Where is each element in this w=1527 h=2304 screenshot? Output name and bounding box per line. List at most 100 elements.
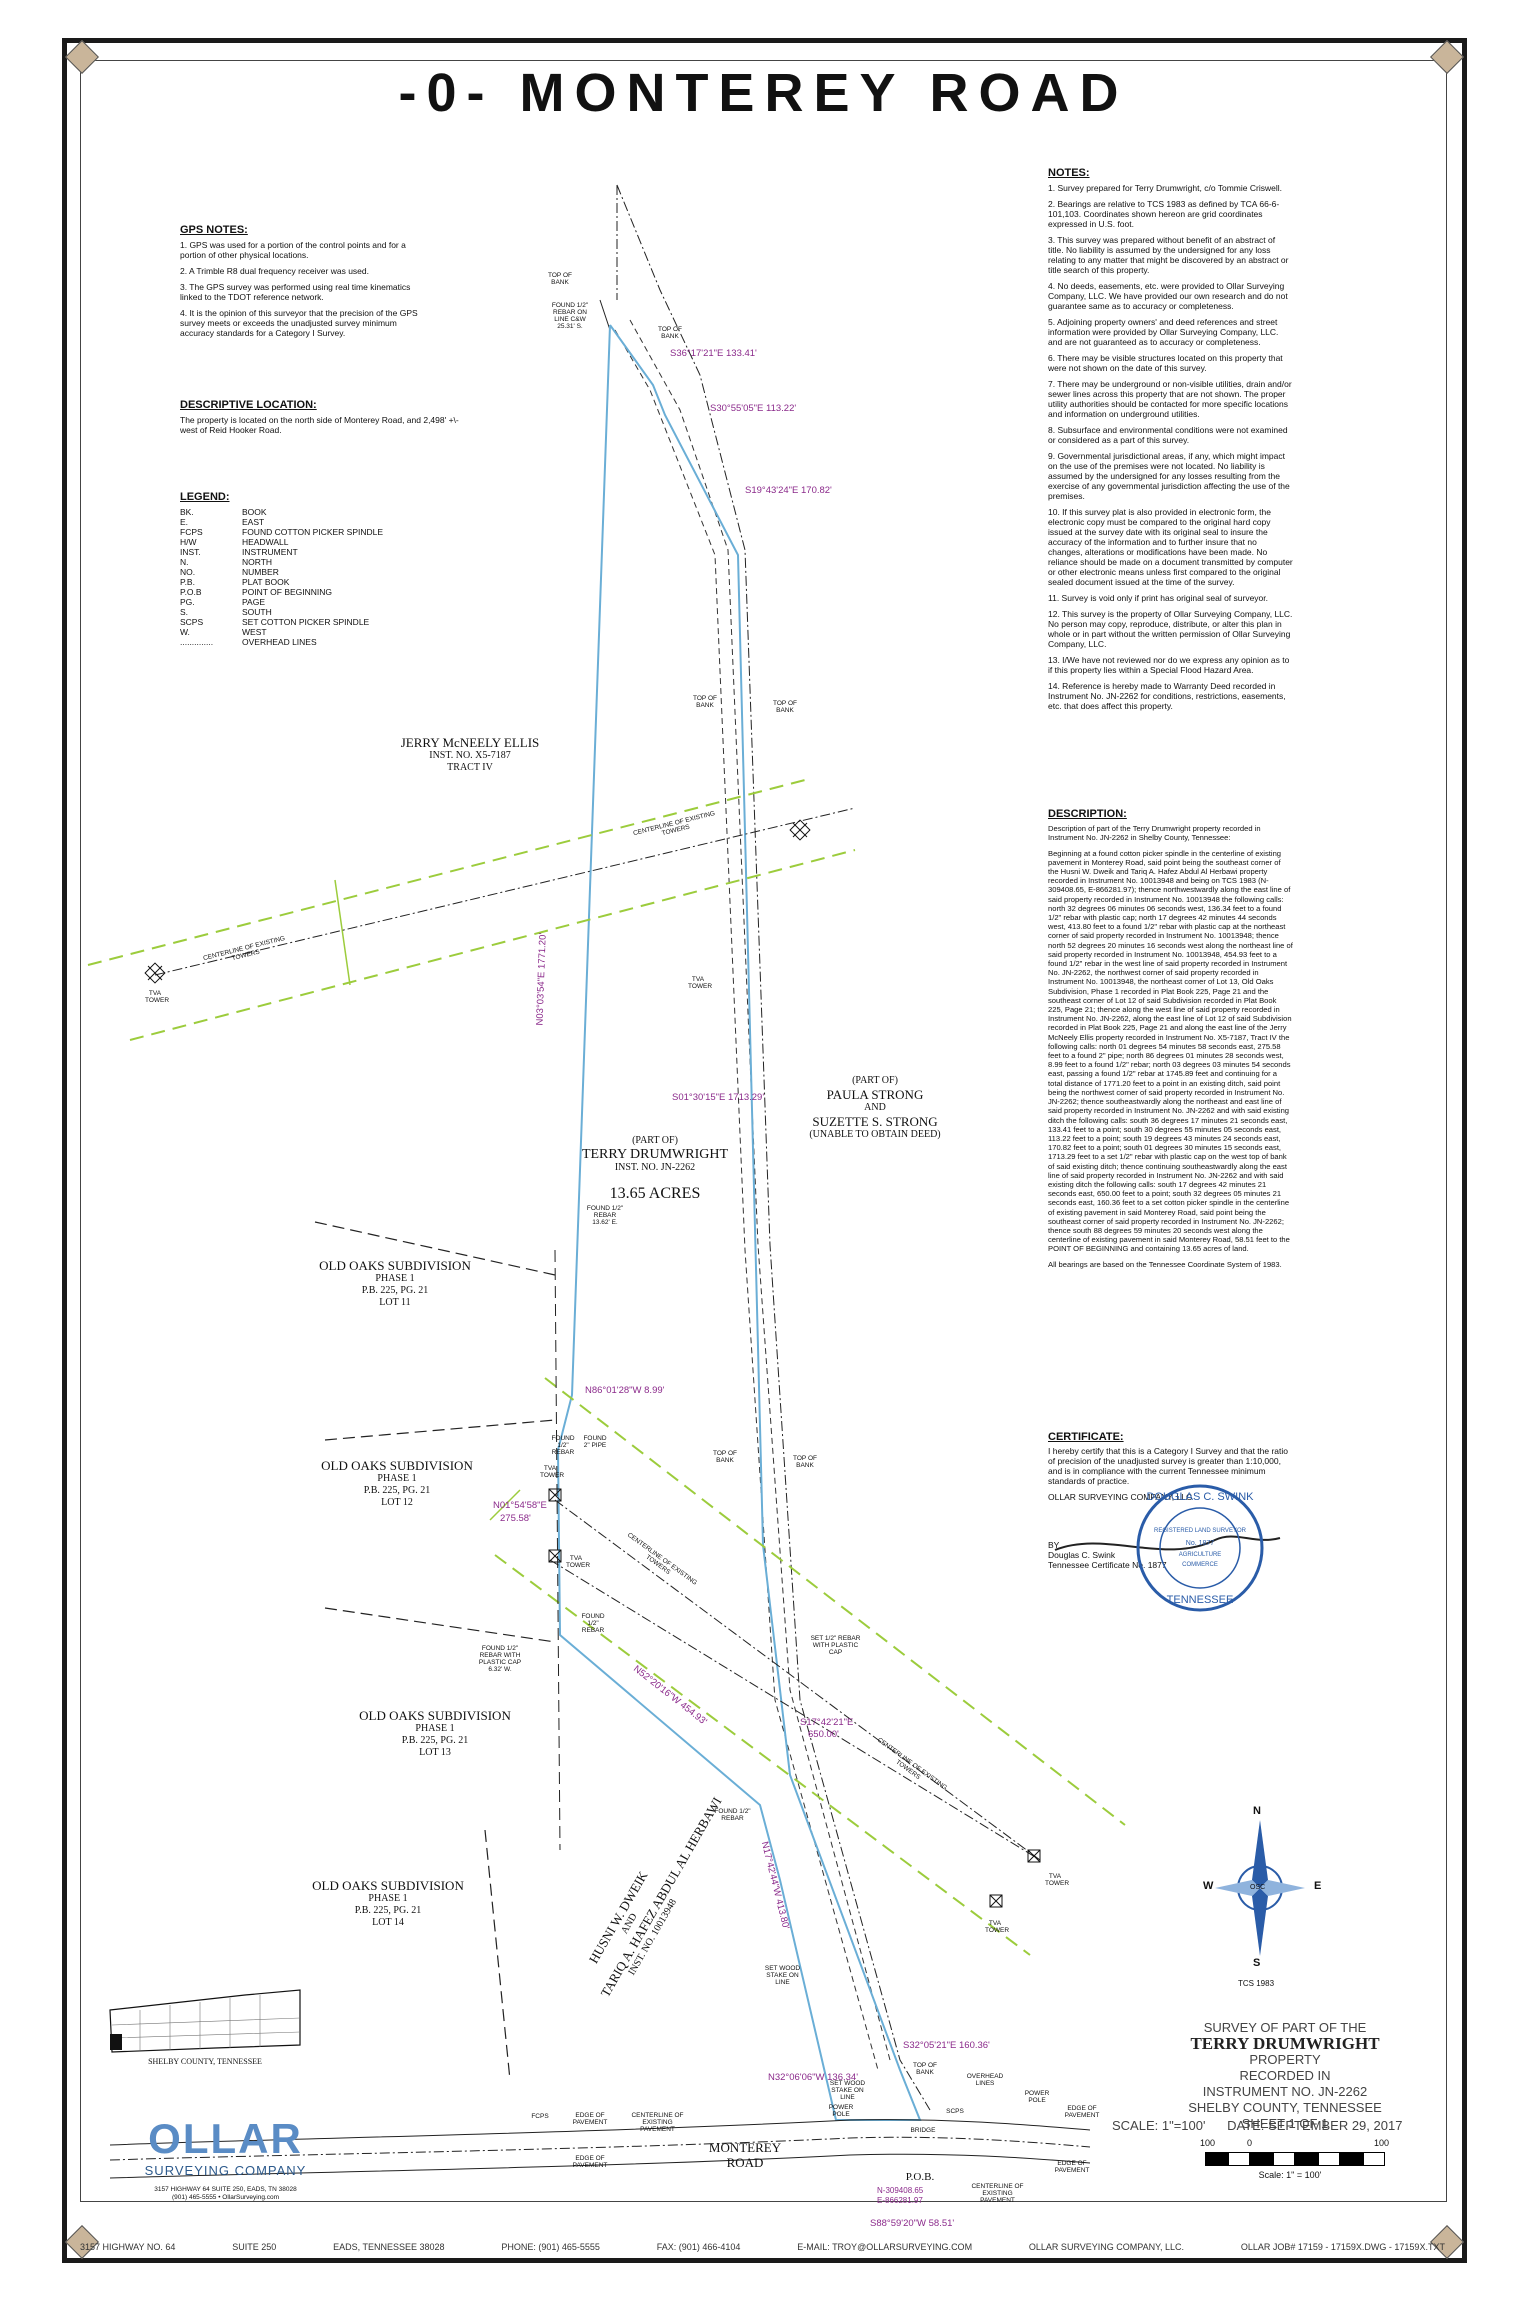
legend-meaning: EAST — [242, 517, 265, 527]
note: 10. If this survey plat is also provided… — [1048, 507, 1293, 587]
footer-item: SUITE 250 — [232, 2242, 277, 2252]
road-edge-south — [109, 2153, 1091, 2179]
owner-note: (UNABLE TO OBTAIN DEED) — [809, 1129, 941, 1140]
lot-number: LOT 14 — [372, 1917, 404, 1928]
seal-text: TENNESSEE — [1167, 1594, 1234, 1606]
top-of-bank-label: TOP OF BANK — [693, 695, 717, 709]
bearing-label: S01°30'15"E 1713.29' — [672, 1092, 765, 1103]
rebar-label: FOUND 1/2" REBAR 13.62' E. — [586, 1205, 624, 1226]
scps-label: SCPS — [946, 2108, 964, 2115]
easement-line — [544, 1377, 1126, 1826]
owner-lot13: OLD OAKS SUBDIVISION PHASE 1 P.B. 225, P… — [355, 1708, 515, 1759]
legend-row: PG.PAGE — [180, 597, 410, 607]
legend-abbr: H/W — [180, 537, 197, 547]
bearing-label: 650.00' — [808, 1729, 839, 1740]
footer-item: PHONE: (901) 465-5555 — [501, 2242, 600, 2252]
legend-meaning: OVERHEAD LINES — [242, 637, 317, 647]
edge-pavement-label: EDGE OF PAVEMENT — [1054, 2160, 1090, 2174]
footer-item: FAX: (901) 466-4104 — [656, 2242, 741, 2252]
lot-line — [314, 1221, 556, 1276]
sheet-inner-border — [80, 60, 1447, 2202]
note: 6. There may be visible structures locat… — [1048, 353, 1283, 373]
surveyor-seal: DOUGLAS C. SWINK REGISTERED LAND SURVEYO… — [1054, 1484, 1281, 1612]
owner-lot11: OLD OAKS SUBDIVISION PHASE 1 P.B. 225, P… — [315, 1258, 475, 1309]
title-line: PROPERTY — [1249, 2052, 1321, 2067]
legend-heading: LEGEND: — [180, 491, 230, 503]
compass-w: W — [1203, 1880, 1214, 1892]
tva-label: TVA TOWER — [985, 1920, 1010, 1934]
certificate: CERTIFICATE: I hereby certify that this … — [1048, 1431, 1288, 1571]
scale-seg — [1317, 2152, 1340, 2166]
centerline-pavement-label: CENTERLINE OF EXISTING PAVEMENT — [631, 2112, 684, 2133]
notes-heading: NOTES: — [1048, 167, 1090, 179]
scale-tick: 100 — [1200, 2138, 1216, 2148]
scale-seg — [1295, 2152, 1318, 2166]
tva-tower-icon — [1027, 1849, 1041, 1863]
scale-seg — [1340, 2152, 1363, 2166]
survey-sheet — [62, 38, 1467, 2263]
owner-and: AND — [864, 1102, 886, 1113]
legend-abbr: P.O.B — [180, 587, 202, 597]
top-of-bank-label: TOP OF BANK — [548, 272, 572, 286]
footer-item: OLLAR JOB# 17159 - 17159X.DWG - 17159X.T… — [1240, 2242, 1445, 2252]
rebar-label: FOUND 1/2" REBAR WITH PLASTIC CAP 6.32' … — [478, 1645, 522, 1673]
easement-line — [494, 1554, 1031, 1956]
bearing-label: S88°59'20"W 58.51' — [870, 2218, 955, 2229]
legend-row: INST.INSTRUMENT — [180, 547, 410, 557]
owner-strong: (PART OF) PAULA STRONG AND SUZETTE S. ST… — [790, 1075, 960, 1141]
rebar-label: FOUND 1/2" REBAR ON LINE C&W 25.31' S. — [551, 302, 589, 330]
power-pole-label: POWER POLE — [828, 2104, 854, 2118]
ditch-centerline — [616, 184, 931, 2111]
footer: 3157 HIGHWAY NO. 64 SUITE 250 EADS, TENN… — [80, 2242, 1445, 2252]
lot-pb: P.B. 225, PG. 21 — [354, 1905, 422, 1916]
description: DESCRIPTION: Description of part of the … — [1048, 808, 1293, 1275]
gps-note: 1. GPS was used for a portion of the con… — [180, 240, 406, 260]
description-heading: DESCRIPTION: — [1048, 808, 1127, 820]
bearing-label: S30°55'05"E 113.22' — [710, 403, 797, 414]
certificate-heading: CERTIFICATE: — [1048, 1431, 1124, 1443]
note: 4. No deeds, easements, etc. were provid… — [1048, 281, 1288, 311]
lot-name: OLD OAKS SUBDIVISION — [321, 1458, 473, 1473]
lot-name: OLD OAKS SUBDIVISION — [359, 1708, 511, 1723]
bridge-label: BRIDGE — [910, 2127, 936, 2134]
legend-meaning: NUMBER — [242, 567, 279, 577]
note: 11. Survey is void only if print has ori… — [1048, 593, 1269, 603]
note: 14. Reference is hereby made to Warranty… — [1048, 681, 1286, 711]
certificate-surveyor: Douglas C. Swink — [1048, 1550, 1116, 1560]
owner-tract: TRACT IV — [447, 762, 493, 773]
edge-pavement-label: EDGE OF PAVEMENT — [572, 2155, 608, 2169]
title-line: SURVEY OF PART OF THE — [1203, 2020, 1367, 2035]
compass-s: S — [1253, 1957, 1261, 1969]
road-name: ROAD — [726, 2155, 764, 2170]
owner-acres: 13.65 ACRES — [609, 1185, 701, 1202]
note: 5. Adjoining property owners' and deed r… — [1048, 317, 1279, 347]
legend-row: ..............OVERHEAD LINES — [180, 637, 410, 647]
date-label: DATE: SEPTEMBER 29, 2017 — [1227, 2118, 1403, 2133]
lot-line — [484, 1829, 511, 2081]
footer-item: E-MAIL: TROY@OLLARSURVEYING.COM — [797, 2242, 973, 2252]
lot-number: LOT 12 — [381, 1497, 413, 1508]
title-line: RECORDED IN — [1239, 2068, 1331, 2083]
note: 2. Bearings are relative to TCS 1983 as … — [1048, 199, 1280, 229]
tennessee-county-map — [109, 1989, 301, 2053]
tva-tower-icon — [548, 1549, 562, 1563]
note: 8. Subsurface and environmental conditio… — [1048, 425, 1288, 445]
bearing-label: N32°06'06"W 136.34' — [768, 2072, 859, 2083]
seal-text: No. 1877 — [1186, 1540, 1215, 1547]
lot-pb: P.B. 225, PG. 21 — [361, 1285, 429, 1296]
gps-notes-heading: GPS NOTES: — [180, 224, 248, 236]
title-owner: TERRY DRUMWRIGHT — [1190, 2034, 1380, 2053]
road-centerline — [109, 2136, 1091, 2161]
pipe-label: FOUND 2" PIPE — [583, 1435, 607, 1449]
legend-meaning: POINT OF BEGINNING — [242, 587, 333, 597]
scale-tick: 100 — [1374, 2138, 1390, 2148]
tva-tower-icon — [144, 962, 166, 984]
owner-lot12: OLD OAKS SUBDIVISION PHASE 1 P.B. 225, P… — [317, 1458, 477, 1509]
bearing-label: S19°43'24"E 170.82' — [745, 485, 832, 496]
scale-bar — [1205, 2152, 1385, 2166]
found-rebar-label: FOUND 1/2" REBAR — [714, 1808, 751, 1822]
seal-text: COMMERCE — [1182, 1562, 1218, 1568]
footer-item: 3157 HIGHWAY NO. 64 — [80, 2242, 176, 2252]
